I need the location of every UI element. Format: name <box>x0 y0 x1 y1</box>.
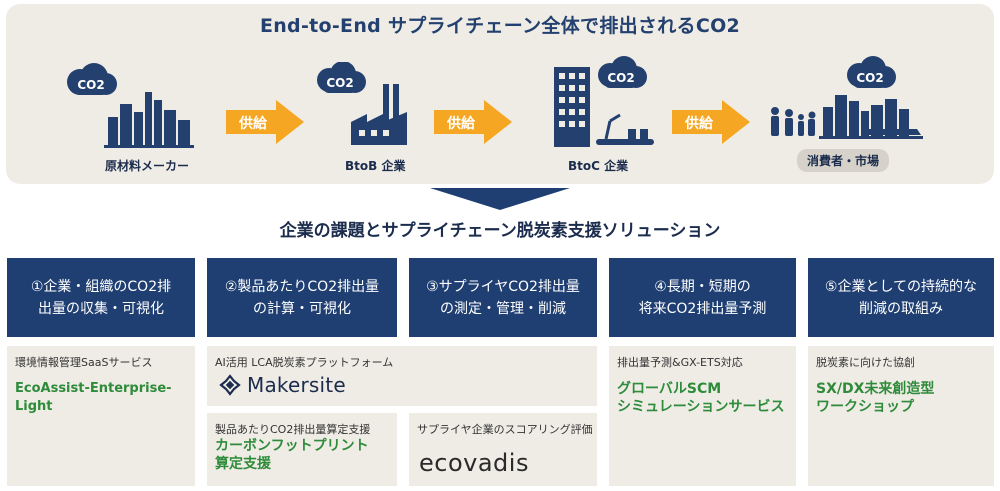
svg-text:CO2: CO2 <box>607 71 634 85</box>
solution-scm-name[interactable]: グローバルSCM シミュレーションサービス <box>617 380 784 416</box>
solution-footprint-name-line-1: カーボンフットプリント <box>215 438 369 454</box>
makersite-logo-icon <box>219 374 241 396</box>
solution-lca-category: AI活用 LCA脱炭素プラットフォーム <box>215 356 394 369</box>
solution-workshop-name[interactable]: SX/DX未来創造型 ワークショップ <box>816 380 934 416</box>
solution-saas-category: 環境情報管理SaaSサービス <box>15 356 153 369</box>
factory-icon: CO2 <box>317 61 407 145</box>
issue-box-4: ④長期・短期の将来CO2排出量予測 <box>609 258 796 337</box>
solution-saas: 環境情報管理SaaSサービス EcoAssist-Enterprise-Ligh… <box>7 346 195 486</box>
solution-footprint-category: 製品あたりCO2排出量算定支援 <box>215 423 371 436</box>
co2-cloud-icon: CO2 <box>317 61 366 93</box>
issue-box-2: ②製品あたりCO2排出量の計算・可視化 <box>207 258 397 337</box>
supply-arrow-2 <box>434 100 512 144</box>
stage-label-btoc: BtoC 企業 <box>568 159 629 173</box>
down-arrow <box>430 188 570 210</box>
svg-text:CO2: CO2 <box>77 78 104 92</box>
issue-2-line-1: ②製品あたりCO2排出量 <box>224 278 380 295</box>
solution-workshop: 脱炭素に向けた協創 SX/DX未来創造型 ワークショップ <box>808 346 994 486</box>
solution-scm-name-line-2: シミュレーションサービス <box>617 399 785 415</box>
issue-box-5: ⑤企業としての持続的な削減の取組み <box>808 258 994 337</box>
solution-footprint: 製品あたりCO2排出量算定支援 カーボンフットプリント 算定支援 <box>207 413 397 486</box>
solution-workshop-name-line-2: ワークショップ <box>816 399 914 415</box>
co2-cloud-icon: CO2 <box>847 56 896 88</box>
supply-label-3: 供給 <box>685 116 713 132</box>
stage-btoc: CO2 <box>548 55 658 154</box>
office-building-icon: CO2 <box>554 56 654 147</box>
stage-label-raw-material: 原材料メーカー <box>105 159 190 173</box>
stage-label-btob: BtoB 企業 <box>345 159 406 173</box>
solution-workshop-category: 脱炭素に向けた協創 <box>816 356 915 369</box>
factory-city-icon: CO2 <box>67 63 194 148</box>
stage-label-consumer-market: 消費者・市場 <box>797 149 890 172</box>
issue-3-line-1: ③サプライヤCO2排出量 <box>426 278 580 295</box>
solution-lca: AI活用 LCA脱炭素プラットフォーム Makersite <box>207 346 597 406</box>
solution-scm-category: 排出量予測&GX-ETS対応 <box>617 356 743 369</box>
solution-scm-name-line-1: グローバルSCM <box>617 381 722 397</box>
co2-cloud-icon: CO2 <box>67 63 117 95</box>
supply-label-2: 供給 <box>447 116 475 132</box>
solutions-subtitle: 企業の課題とサプライチェーン脱炭素支援ソリューション <box>279 221 721 241</box>
co2-cloud-icon: CO2 <box>598 56 647 88</box>
issue-1-line-2: 出量の収集・可視化 <box>37 300 164 317</box>
solution-workshop-name-line-1: SX/DX未来創造型 <box>816 381 935 397</box>
issue-4-line-2: 将来CO2排出量予測 <box>638 300 767 317</box>
solution-footprint-name[interactable]: カーボンフットプリント 算定支援 <box>215 437 369 473</box>
issue-box-3: ③サプライヤCO2排出量の測定・管理・削減 <box>409 258 597 337</box>
issue-5-line-1: ⑤企業としての持続的な <box>824 278 978 295</box>
supply-arrow-1 <box>226 100 304 144</box>
stage-consumer-market: CO2 <box>765 55 925 149</box>
solution-footprint-name-line-2: 算定支援 <box>215 456 271 472</box>
svg-text:CO2: CO2 <box>326 76 353 90</box>
issue-box-1: ①企業・組織のCO2排出量の収集・可視化 <box>7 258 195 337</box>
makersite-logo-text: Makersite <box>247 373 346 397</box>
issue-2-line-2: の計算・可視化 <box>252 300 351 317</box>
solution-saas-name[interactable]: EcoAssist-Enterprise-Light <box>15 381 172 414</box>
solution-scoring-category: サプライヤ企業のスコアリング評価 <box>417 423 593 436</box>
city-people-icon: CO2 <box>771 56 923 139</box>
supply-label-1: 供給 <box>239 116 267 132</box>
issue-4-line-1: ④長期・短期の <box>654 278 751 295</box>
issue-5-line-2: 削減の取組み <box>858 300 943 317</box>
stage-btob: CO2 <box>315 61 425 156</box>
solution-scoring: サプライヤ企業のスコアリング評価 ecovadis <box>409 413 597 486</box>
solution-scm: 排出量予測&GX-ETS対応 グローバルSCM シミュレーションサービス <box>609 346 796 486</box>
svg-text:CO2: CO2 <box>856 71 883 85</box>
issue-1-line-1: ①企業・組織のCO2排 <box>30 278 172 295</box>
makersite-logo[interactable]: Makersite <box>219 373 346 397</box>
issue-3-line-2: の測定・管理・削減 <box>440 300 566 317</box>
page-title: End-to-End サプライチェーン全体で排出されるCO2 <box>259 15 741 37</box>
stage-raw-material: CO2 <box>60 62 200 156</box>
ecovadis-logo[interactable]: ecovadis <box>419 449 529 477</box>
supply-arrow-3 <box>672 100 750 144</box>
